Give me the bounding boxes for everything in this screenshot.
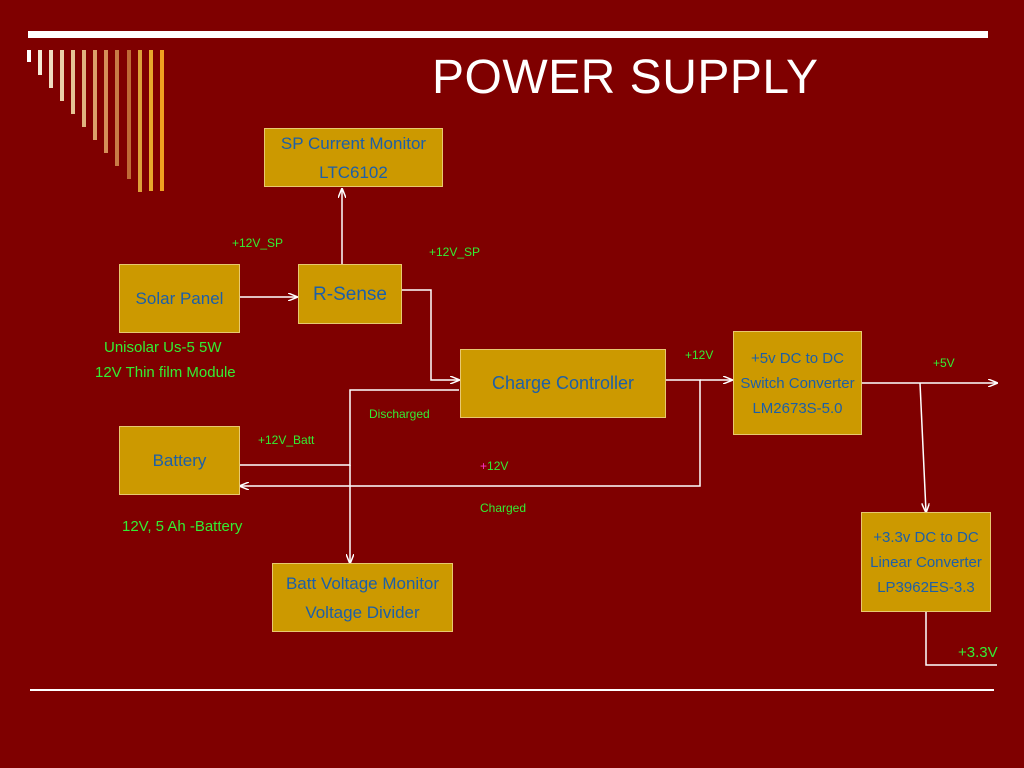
charge-12v-label: +12V xyxy=(480,459,508,473)
sp-12v-label-left: +12V_SP xyxy=(232,236,284,250)
wire-rsense-to-controller xyxy=(402,289,459,380)
stripe xyxy=(149,50,153,191)
charged-label: Charged xyxy=(480,501,527,515)
stripe xyxy=(160,50,164,191)
voltage-text: 12V xyxy=(487,459,509,473)
batt-12v-label: +12V_Batt xyxy=(258,433,315,447)
stripe xyxy=(138,50,142,192)
block-line: Switch Converter xyxy=(740,374,855,392)
discharged-label: Discharged xyxy=(369,407,430,421)
output-5v-label: +5V xyxy=(933,356,955,370)
sp-current-monitor-block: SP Current Monitor LTC6102 xyxy=(264,128,443,187)
top-rule xyxy=(28,31,988,38)
charge-controller-block: Charge Controller xyxy=(460,349,666,418)
batt-voltage-monitor-block: Batt Voltage Monitor Voltage Divider xyxy=(272,563,453,632)
stripe xyxy=(115,50,119,166)
solar-description-line1: Unisolar Us-5 5W xyxy=(104,339,222,356)
block-line: +5v DC to DC xyxy=(751,349,844,367)
bottom-rule xyxy=(30,689,994,691)
battery-block: Battery xyxy=(119,426,240,495)
block-line: LTC6102 xyxy=(319,162,388,182)
block-line: LP3962ES-3.3 xyxy=(877,578,975,596)
stripe xyxy=(60,50,64,101)
block-line: Solar Panel xyxy=(135,288,224,308)
block-line: Batt Voltage Monitor xyxy=(285,573,440,593)
dc-5v-converter-block: +5v DC to DC Switch Converter LM2673S-5.… xyxy=(733,331,862,435)
block-line: Charge Controller xyxy=(491,373,635,393)
solar-panel-block: Solar Panel xyxy=(119,264,240,333)
stripe xyxy=(82,50,86,127)
block-line: SP Current Monitor xyxy=(280,133,427,153)
stripe xyxy=(127,50,131,179)
block-line: LM2673S-5.0 xyxy=(752,399,843,417)
stripe xyxy=(71,50,75,114)
stripe xyxy=(27,50,31,62)
dc-3v3-converter-block: +3.3v DC to DC Linear Converter LP3962ES… xyxy=(861,512,991,612)
block-line: Battery xyxy=(152,450,207,470)
battery-description: 12V, 5 Ah -Battery xyxy=(122,518,243,535)
stripe xyxy=(104,50,108,153)
controller-12v-label: +12V xyxy=(685,348,714,362)
stripe xyxy=(38,50,42,75)
block-line: R-Sense xyxy=(313,284,387,305)
block-line: Linear Converter xyxy=(870,553,982,571)
stripe xyxy=(49,50,53,88)
plus-sign: + xyxy=(480,459,488,473)
solar-description-line2: 12V Thin film Module xyxy=(95,364,236,381)
output-3v3-label: +3.3V xyxy=(958,644,998,661)
block-line: +3.3v DC to DC xyxy=(873,528,979,546)
block-line: Voltage Divider xyxy=(305,602,420,622)
wire-discharged-to-controller xyxy=(240,389,459,466)
wire-33v-out xyxy=(925,612,997,666)
wire-5v-to-33v xyxy=(919,382,926,512)
sp-12v-label-right: +12V_SP xyxy=(429,245,481,259)
r-sense-block: R-Sense xyxy=(298,264,402,324)
stripe xyxy=(93,50,97,140)
wire-controller-to-battery xyxy=(240,379,701,486)
page-title: POWER SUPPLY xyxy=(432,51,819,104)
